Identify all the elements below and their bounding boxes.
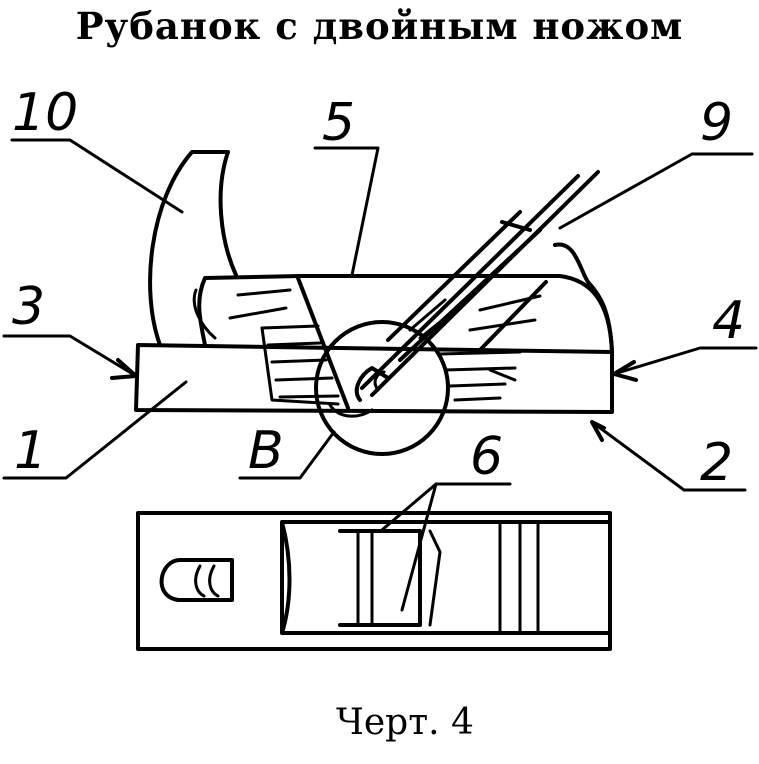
leader-lines xyxy=(2,138,758,612)
throat-back xyxy=(478,280,548,352)
double-knife xyxy=(354,170,600,402)
label-b: В xyxy=(248,421,284,481)
label-4: 4 xyxy=(712,291,745,351)
front-knob xyxy=(159,558,234,602)
sole-mouth-outline xyxy=(280,520,612,635)
plane-side-view xyxy=(134,150,614,456)
label-1: 1 xyxy=(14,421,47,481)
front-horn xyxy=(148,150,238,347)
plane-upper-body xyxy=(197,274,614,354)
label-2: 2 xyxy=(700,433,733,493)
detail-circle-b xyxy=(314,320,450,456)
mouth-slot xyxy=(338,529,422,627)
rear-hump xyxy=(553,242,614,354)
label-5: 5 xyxy=(322,93,355,153)
sole-outline xyxy=(136,511,612,651)
wood-grain-right xyxy=(438,294,542,402)
figure-caption: Черт. 4 xyxy=(336,702,474,743)
label-9: 9 xyxy=(700,93,733,153)
label-10: 10 xyxy=(12,83,78,143)
throat-front xyxy=(296,276,350,410)
figure-title: Рубанок с двойным ножом xyxy=(75,4,684,48)
label-3: 3 xyxy=(12,277,45,337)
plane-plan-view xyxy=(136,511,612,651)
plane-body-block xyxy=(134,343,614,414)
label-6: 6 xyxy=(470,427,503,487)
